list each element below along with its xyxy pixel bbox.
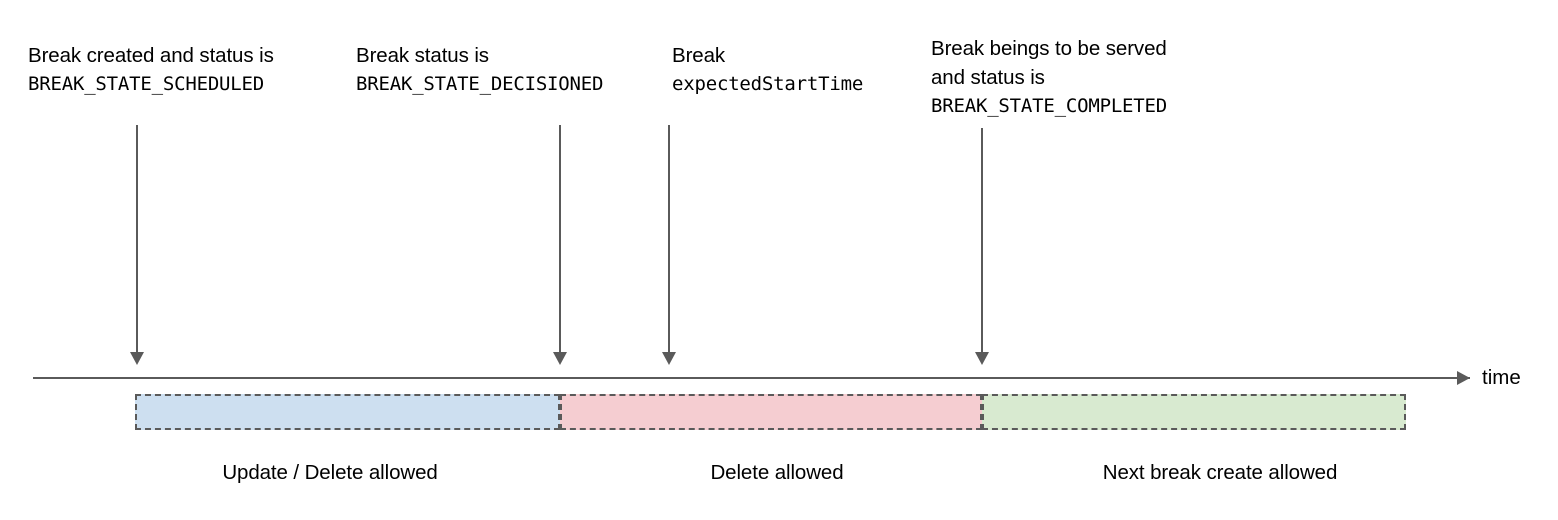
phase-bar-next-break-create-allowed bbox=[982, 394, 1406, 430]
marker-shaft bbox=[981, 128, 983, 354]
annotation-expected-start-time: Break expectedStartTime bbox=[672, 41, 863, 99]
time-axis-label: time bbox=[1482, 366, 1521, 389]
marker-shaft bbox=[559, 125, 561, 354]
event-marker-expected-start-time-arrow bbox=[662, 125, 676, 365]
arrow-down-icon bbox=[553, 352, 567, 365]
annotation-completed-line1: Break beings to be served bbox=[931, 37, 1167, 60]
annotation-decisioned-line2: BREAK_STATE_DECISIONED bbox=[356, 73, 604, 95]
event-marker-decisioned-arrow bbox=[553, 125, 567, 365]
event-marker-completed-arrow bbox=[975, 128, 989, 365]
time-axis-line bbox=[33, 377, 1470, 379]
marker-shaft bbox=[668, 125, 670, 354]
annotation-scheduled-line2: BREAK_STATE_SCHEDULED bbox=[28, 73, 265, 95]
annotation-decisioned-line1: Break status is bbox=[356, 44, 489, 67]
phase-bar-update-delete-allowed bbox=[135, 394, 560, 430]
annotation-completed-line2: and status is bbox=[931, 66, 1045, 89]
phase-bar-delete-allowed bbox=[560, 394, 982, 430]
annotation-scheduled: Break created and status is BREAK_STATE_… bbox=[28, 41, 274, 99]
phase-caption-delete-allowed: Delete allowed bbox=[710, 461, 844, 484]
arrow-down-icon bbox=[975, 352, 989, 365]
event-marker-scheduled-arrow bbox=[130, 125, 144, 365]
annotation-scheduled-line1: Break created and status is bbox=[28, 44, 274, 67]
annotation-completed-line3: BREAK_STATE_COMPLETED bbox=[931, 95, 1168, 117]
arrow-right-icon bbox=[1457, 371, 1470, 385]
annotation-expected-start-time-line1: Break bbox=[672, 44, 726, 67]
phase-caption-next-break-create-allowed: Next break create allowed bbox=[1102, 461, 1338, 484]
marker-shaft bbox=[136, 125, 138, 354]
arrow-down-icon bbox=[662, 352, 676, 365]
annotation-completed: Break beings to be served and status is … bbox=[931, 34, 1167, 121]
arrow-down-icon bbox=[130, 352, 144, 365]
annotation-expected-start-time-line2: expectedStartTime bbox=[672, 73, 864, 95]
annotation-decisioned: Break status is BREAK_STATE_DECISIONED bbox=[356, 41, 603, 99]
phase-caption-update-delete-allowed: Update / Delete allowed bbox=[222, 461, 438, 484]
